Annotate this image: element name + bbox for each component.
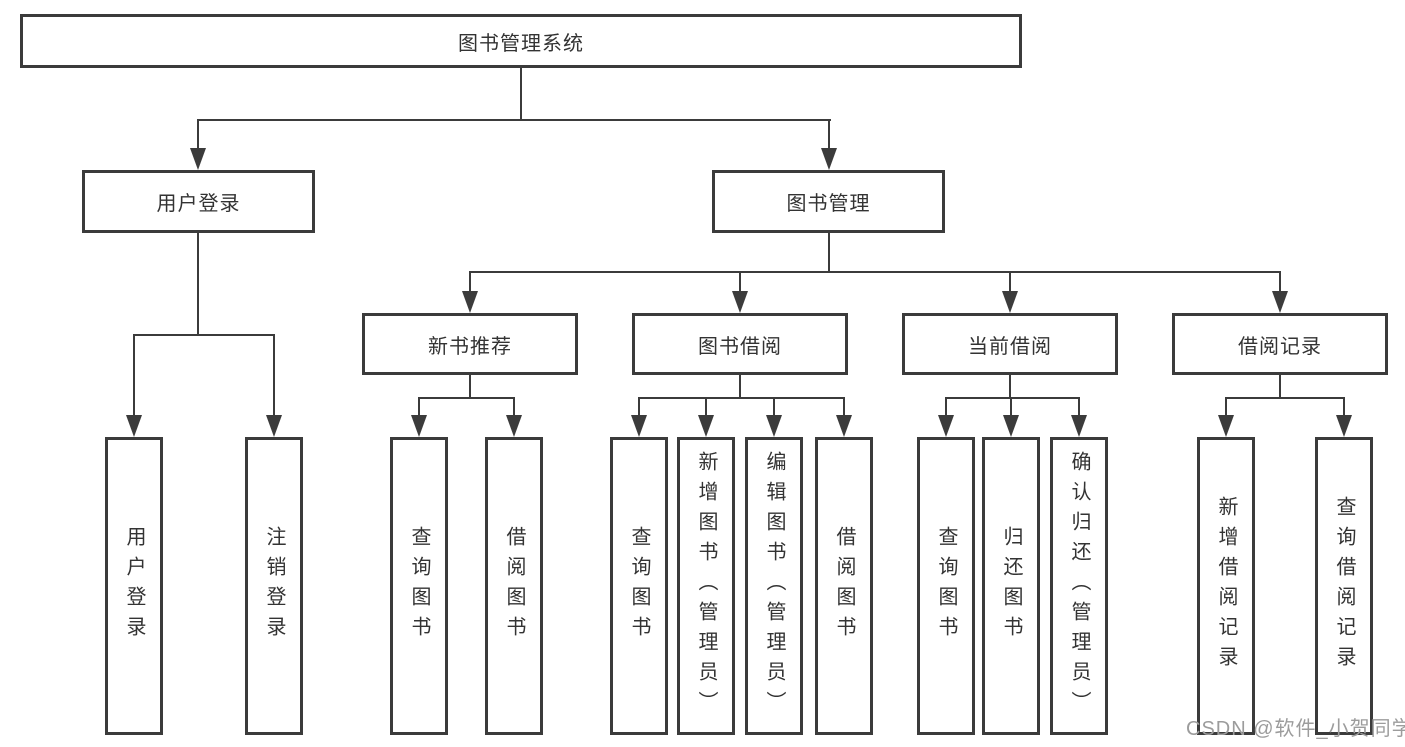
connector-drop-book-borrowing bbox=[739, 271, 741, 293]
leaf-borrowing-query-books: 查询图书 bbox=[610, 437, 668, 735]
leaf-user-login: 用户登录 bbox=[105, 437, 163, 735]
arrow-down-recommend-borrow bbox=[506, 415, 522, 437]
connector-root-rail bbox=[197, 119, 831, 121]
connector-records-rail bbox=[1225, 397, 1345, 399]
connector-drop-borrowing-borrow bbox=[843, 397, 845, 417]
leaf-confirm-return-admin: 确认归还（管理员） bbox=[1050, 437, 1108, 735]
arrow-down-add-record bbox=[1218, 415, 1234, 437]
leaf-borrowing-borrow-books: 借阅图书 bbox=[815, 437, 873, 735]
connector-book-management-rail bbox=[469, 271, 1281, 273]
connector-drop-add-record bbox=[1225, 397, 1227, 417]
connector-current-rail bbox=[945, 397, 1080, 399]
arrow-down-book-management bbox=[821, 148, 837, 170]
arrow-down-add-books bbox=[698, 415, 714, 437]
leaf-recommend-borrow-books: 借阅图书 bbox=[485, 437, 543, 735]
connector-root-stem bbox=[520, 68, 522, 121]
connector-book-management-stem bbox=[828, 233, 830, 273]
connector-drop-user-login bbox=[197, 119, 199, 150]
connector-drop-user-login-leaf bbox=[133, 334, 135, 416]
connector-drop-recommend-borrow bbox=[513, 397, 515, 417]
connector-drop-borrowing-records bbox=[1279, 271, 1281, 293]
arrow-down-borrowing-borrow bbox=[836, 415, 852, 437]
connector-drop-confirm-return bbox=[1078, 397, 1080, 417]
csdn-watermark: CSDN @软件_小贺同学 bbox=[1186, 718, 1405, 740]
node-book-management: 图书管理 bbox=[712, 170, 945, 233]
arrow-down-current-borrowing bbox=[1002, 291, 1018, 313]
node-new-book-recommendation: 新书推荐 bbox=[362, 313, 578, 375]
connector-recommend-stem bbox=[469, 375, 471, 399]
arrow-down-borrowing-records bbox=[1272, 291, 1288, 313]
arrow-down-user-login bbox=[190, 148, 206, 170]
connector-recommend-rail bbox=[418, 397, 515, 399]
arrow-down-user-login-leaf bbox=[126, 415, 142, 437]
arrow-down-recommend-query bbox=[411, 415, 427, 437]
connector-user-login-stem bbox=[197, 233, 199, 336]
connector-current-stem bbox=[1009, 375, 1011, 399]
leaf-add-books-admin: 新增图书（管理员） bbox=[677, 437, 735, 735]
arrow-down-borrowing-query bbox=[631, 415, 647, 437]
connector-drop-query-record bbox=[1343, 397, 1345, 417]
leaf-edit-books-admin: 编辑图书（管理员） bbox=[745, 437, 803, 735]
arrow-down-logout-leaf bbox=[266, 415, 282, 437]
connector-drop-book-management bbox=[828, 119, 830, 150]
connector-borrowing-stem bbox=[739, 375, 741, 399]
connector-drop-borrowing-query bbox=[638, 397, 640, 417]
connector-drop-recommend-query bbox=[418, 397, 420, 417]
arrow-down-query-record bbox=[1336, 415, 1352, 437]
node-borrowing-records: 借阅记录 bbox=[1172, 313, 1388, 375]
arrow-down-confirm-return bbox=[1071, 415, 1087, 437]
connector-drop-current-query bbox=[945, 397, 947, 417]
connector-drop-return-books bbox=[1010, 397, 1012, 417]
arrow-down-return-books bbox=[1003, 415, 1019, 437]
leaf-return-books: 归还图书 bbox=[982, 437, 1040, 735]
connector-borrowing-rail bbox=[638, 397, 845, 399]
node-root: 图书管理系统 bbox=[20, 14, 1022, 68]
connector-drop-logout-leaf bbox=[273, 334, 275, 416]
connector-user-login-rail bbox=[133, 334, 275, 336]
leaf-query-borrow-record: 查询借阅记录 bbox=[1315, 437, 1373, 735]
arrow-down-current-query bbox=[938, 415, 954, 437]
connector-drop-edit-books bbox=[773, 397, 775, 417]
arrow-down-new-book-recommendation bbox=[462, 291, 478, 313]
leaf-add-borrow-record: 新增借阅记录 bbox=[1197, 437, 1255, 735]
leaf-logout: 注销登录 bbox=[245, 437, 303, 735]
connector-drop-current-borrowing bbox=[1009, 271, 1011, 293]
node-book-borrowing: 图书借阅 bbox=[632, 313, 848, 375]
arrow-down-edit-books bbox=[766, 415, 782, 437]
connector-drop-add-books bbox=[705, 397, 707, 417]
leaf-recommend-query-books: 查询图书 bbox=[390, 437, 448, 735]
node-user-login: 用户登录 bbox=[82, 170, 315, 233]
node-current-borrowing: 当前借阅 bbox=[902, 313, 1118, 375]
connector-drop-new-book-recommendation bbox=[469, 271, 471, 293]
leaf-current-query-books: 查询图书 bbox=[917, 437, 975, 735]
arrow-down-book-borrowing bbox=[732, 291, 748, 313]
connector-records-stem bbox=[1279, 375, 1281, 399]
